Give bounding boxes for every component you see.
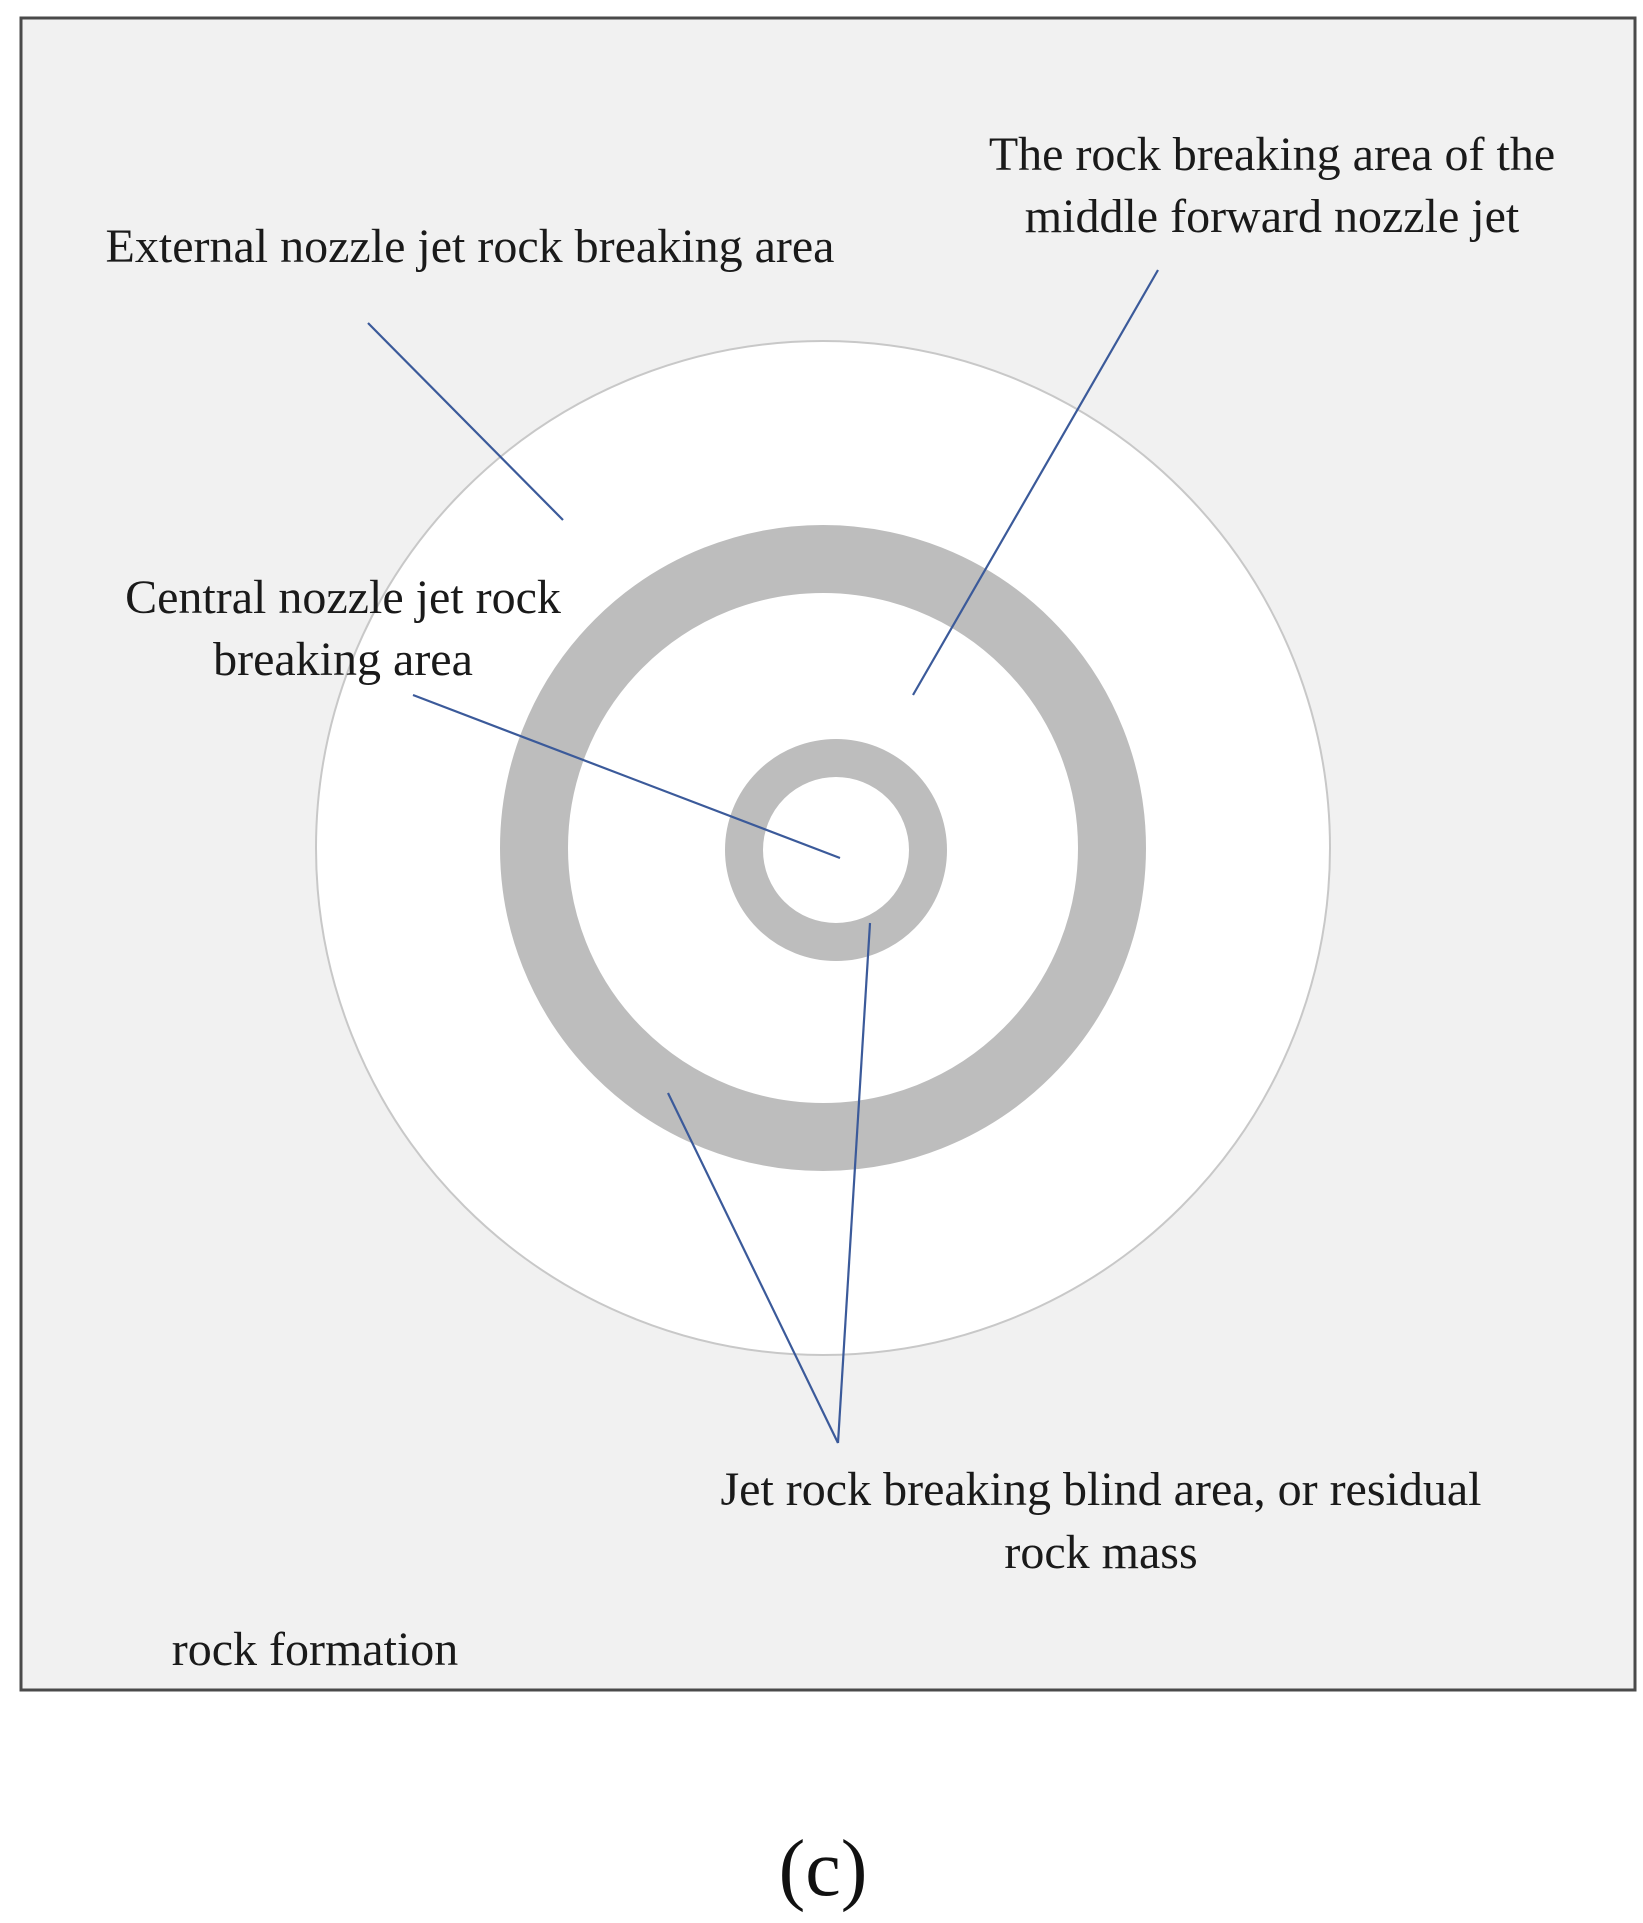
blind-leader-line-inner [836,922,872,1444]
middle-leader-line [912,269,1159,696]
external-jet-area [315,340,1331,1356]
rock-formation-label: rock formation [172,1623,459,1676]
blind-area-label-line2: rock mass [1004,1526,1197,1579]
outer-blind-ring [500,525,1146,1171]
blind-leader-line-outer [667,1092,839,1444]
middle-area-label-line2: middle forward nozzle jet [1025,190,1520,243]
external-leader-line [367,322,564,521]
figure-caption: (c) [779,1825,868,1913]
inner-blind-ring [725,739,947,961]
blind-area-label-line1: Jet rock breaking blind area, or residua… [720,1463,1481,1516]
central-area-label-line1: Central nozzle jet rock [125,571,561,624]
external-area-label: External nozzle jet rock breaking area [106,220,835,273]
central-area-label-line2: breaking area [213,633,473,686]
middle-area-label-line1: The rock breaking area of the [989,128,1555,181]
central-leader-line [412,693,841,860]
